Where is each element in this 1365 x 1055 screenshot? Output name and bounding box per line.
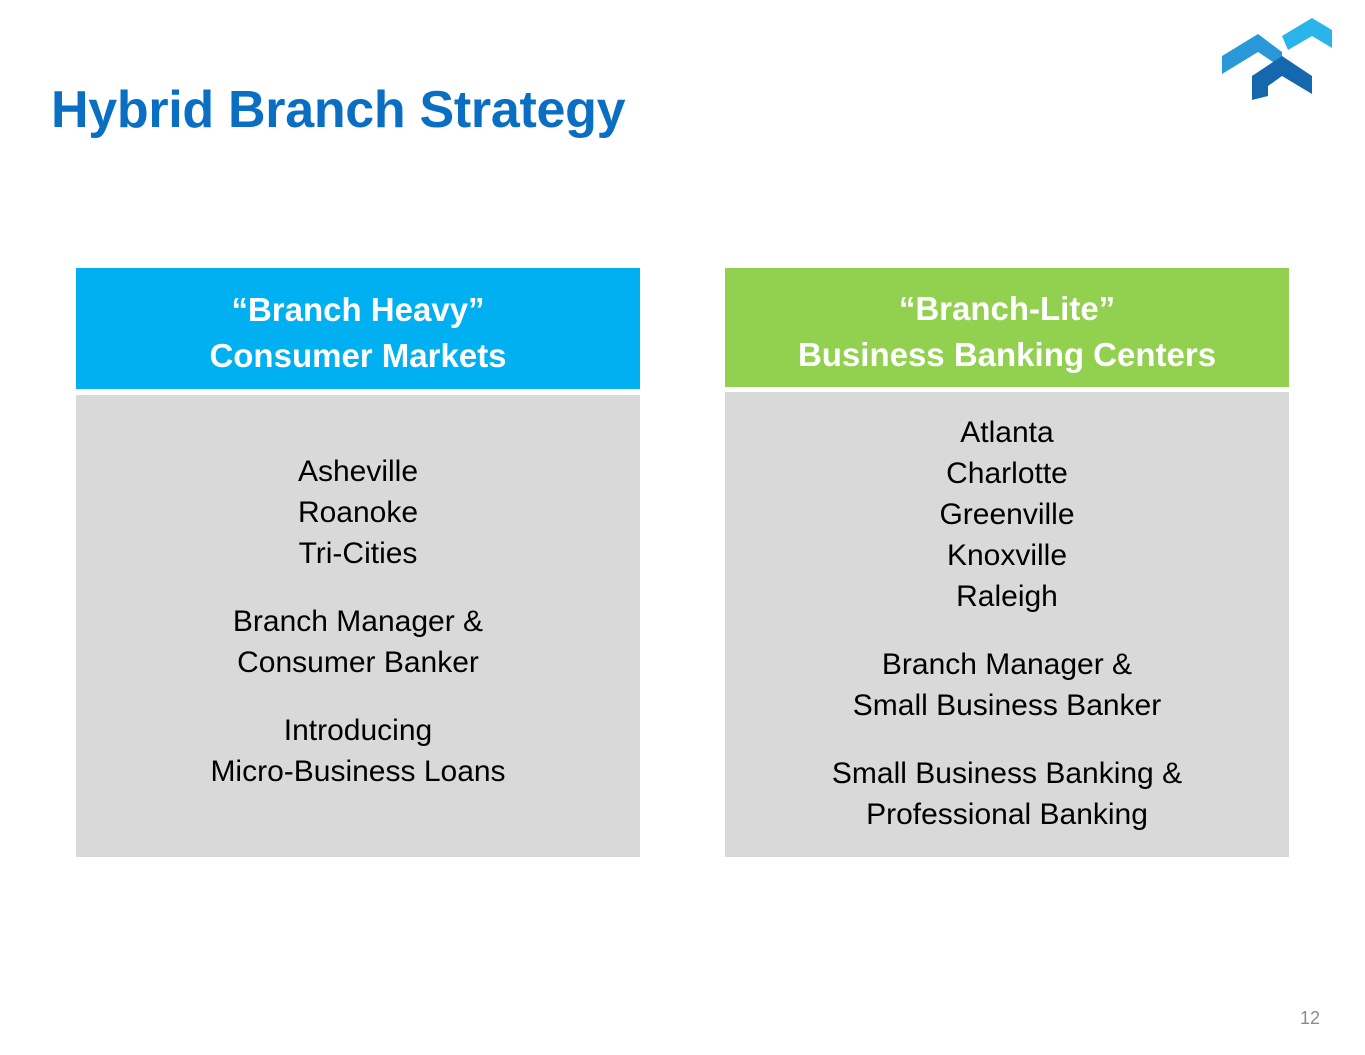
list-item: Tri-Cities — [298, 537, 418, 570]
products-text: Small Business Banking & Professional Ba… — [725, 753, 1289, 835]
text-line: Micro-Business Loans — [210, 755, 506, 788]
branch-lite-body: Atlanta Charlotte Greenville Knoxville R… — [725, 392, 1289, 857]
list-item: Asheville — [297, 455, 419, 488]
text-line: Consumer Banker — [237, 646, 479, 679]
staffing-text: Branch Manager & Small Business Banker — [725, 644, 1289, 726]
list-item: Greenville — [939, 498, 1075, 531]
list-item: Atlanta — [960, 416, 1054, 449]
markets-list: Asheville Roanoke Tri-Cities — [76, 451, 640, 574]
text-line: Professional Banking — [866, 798, 1148, 831]
branch-lite-header: “Branch-Lite” Business Banking Centers — [725, 268, 1289, 387]
company-logo — [1222, 18, 1332, 100]
branch-heavy-header: “Branch Heavy” Consumer Markets — [76, 268, 640, 389]
text-line: Introducing — [283, 714, 433, 747]
page-title: Hybrid Branch Strategy — [51, 81, 626, 139]
text-line: Small Business Banker — [852, 689, 1162, 722]
list-item: Raleigh — [956, 580, 1058, 613]
branch-heavy-body: Asheville Roanoke Tri-Cities Branch Mana… — [76, 395, 640, 857]
markets-list: Atlanta Charlotte Greenville Knoxville R… — [725, 412, 1289, 617]
text-line: Branch Manager & — [881, 648, 1133, 681]
list-item: Charlotte — [946, 457, 1068, 490]
header-line: Consumer Markets — [209, 337, 507, 374]
header-line: Business Banking Centers — [797, 336, 1217, 373]
header-line: “Branch-Lite” — [898, 290, 1116, 327]
list-item: Knoxville — [946, 539, 1068, 572]
staffing-text: Branch Manager & Consumer Banker — [76, 601, 640, 683]
text-line: Small Business Banking & — [831, 757, 1183, 790]
page-number: 12 — [1299, 1008, 1320, 1028]
products-text: Introducing Micro-Business Loans — [76, 710, 640, 792]
list-item: Roanoke — [297, 496, 419, 529]
text-line: Branch Manager & — [232, 605, 484, 638]
header-line: “Branch Heavy” — [231, 291, 485, 328]
